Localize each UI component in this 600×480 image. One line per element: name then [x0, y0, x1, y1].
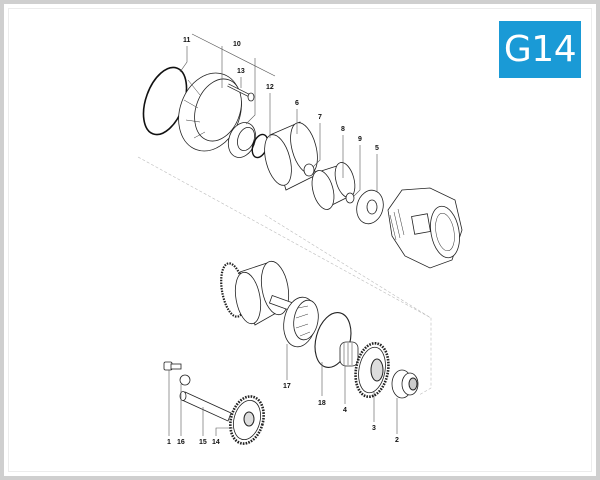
callout-labels-upper: 11 10 13 12 6 7 8 9 5	[183, 37, 379, 152]
callout-17: 17	[283, 383, 291, 390]
part-3-gear[interactable]	[352, 341, 393, 400]
frame-inner-border	[8, 8, 592, 472]
part-7-bushing[interactable]	[303, 163, 315, 177]
callout-3: 3	[372, 425, 376, 432]
part-8-rotor[interactable]	[308, 160, 358, 212]
part-9-washer[interactable]	[345, 192, 355, 204]
lower-assembly	[163, 260, 419, 448]
leader-lines-upper	[179, 33, 378, 197]
part-10-housing[interactable]	[168, 64, 252, 160]
figure-code-badge: G14	[499, 21, 581, 78]
part-1-bolt[interactable]	[163, 361, 182, 371]
part-5-plate[interactable]	[353, 187, 387, 227]
part-4-needle-bearing[interactable]	[339, 341, 359, 367]
part-2-collar[interactable]	[391, 369, 419, 399]
callout-15: 15	[199, 439, 207, 446]
callout-11: 11	[183, 37, 191, 44]
callout-13: 13	[237, 68, 245, 75]
callout-8: 8	[341, 126, 345, 133]
leader-lines-lower	[168, 344, 398, 436]
callout-5: 5	[375, 145, 379, 152]
callout-14: 14	[212, 439, 220, 446]
callout-10: 10	[233, 41, 241, 48]
part-14-idler-gear[interactable]	[225, 393, 268, 448]
callout-6: 6	[295, 100, 299, 107]
callout-12: 12	[266, 84, 274, 91]
callout-9: 9	[358, 136, 362, 143]
figure-code-label: G14	[503, 29, 577, 70]
callout-labels-lower: 17 18 4 3 2 1 16 15 14	[167, 383, 399, 446]
part-16-washer[interactable]	[179, 374, 191, 386]
callout-2: 2	[395, 437, 399, 444]
engine-block	[387, 187, 463, 269]
callout-4: 4	[343, 407, 347, 414]
part-bearing[interactable]	[224, 119, 261, 162]
part-15-shaft[interactable]	[179, 391, 232, 422]
callout-18: 18	[318, 400, 326, 407]
part-13-bolt[interactable]	[227, 83, 255, 102]
part-17-oneway-bearing[interactable]	[280, 295, 321, 350]
callout-1: 1	[167, 439, 171, 446]
assembly-guide-lines	[137, 156, 432, 396]
upper-assembly	[142, 64, 463, 269]
callout-16: 16	[177, 439, 185, 446]
callout-7: 7	[318, 114, 322, 121]
